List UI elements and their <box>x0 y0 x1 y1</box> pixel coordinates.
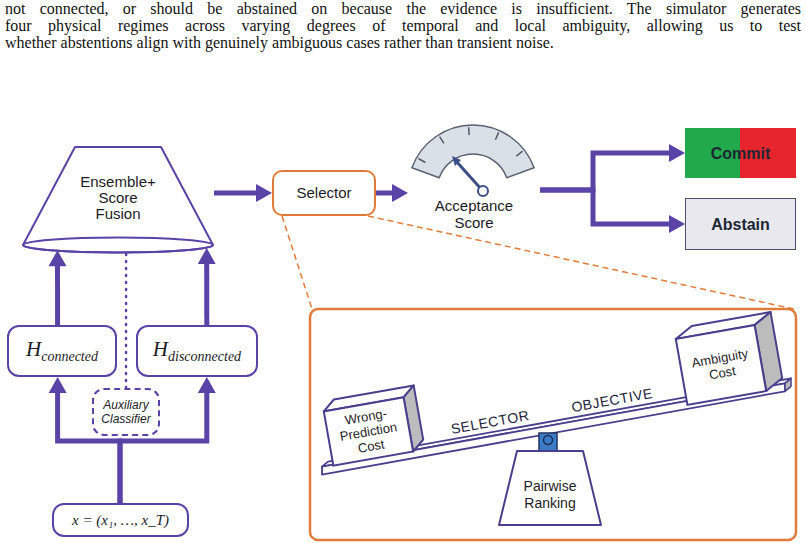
text-area: Ambiguity Cost <box>676 325 766 405</box>
node-text: Wrong- Prediction Cost <box>325 402 413 460</box>
gauge-needle-tip <box>452 156 461 166</box>
gauge-tick <box>418 159 425 163</box>
node-text: Pairwise Ranking <box>510 478 590 512</box>
commit-box: Commit <box>685 128 796 178</box>
math-label: Hdisconnected <box>153 337 241 365</box>
cost-block: Ambiguity Cost <box>674 312 784 405</box>
symbol-text: H <box>26 337 41 361</box>
zoom-leader-line <box>282 216 312 309</box>
beam-end <box>785 378 791 391</box>
flow-arrow <box>540 153 673 190</box>
gauge-tick <box>440 137 444 144</box>
auxiliary-classifier-box: Auxiliary Classifier <box>92 388 160 436</box>
dotted-link <box>125 252 128 388</box>
gauge-needle <box>456 161 482 190</box>
trapezoid-base <box>23 238 213 253</box>
gauge-dial <box>412 125 534 178</box>
selector-box: Selector <box>272 170 376 216</box>
gauge-tick <box>495 132 498 139</box>
text-area: Acceptance Score <box>424 196 524 232</box>
text-area: Ensemble+ Score Fusion <box>76 174 160 222</box>
flow-arrow <box>214 191 260 196</box>
node-text: Ensemble+ Score Fusion <box>76 174 160 222</box>
text-area: Commit <box>685 128 796 178</box>
input-box: x = (x₁, …, x_T) <box>52 503 189 537</box>
body-text-line: whether abstentions align with genuinely… <box>5 34 801 51</box>
hypothesis-box: Hconnected <box>7 325 117 377</box>
hypothesis-box: Hdisconnected <box>136 325 258 377</box>
node-text: x = (x₁, …, x_T) <box>72 511 169 529</box>
text-area: Abstain <box>686 199 795 249</box>
flow-arrow <box>540 190 673 224</box>
fulcrum-outline <box>499 451 601 525</box>
abstain-box: Abstain <box>685 198 796 250</box>
text-area: Pairwise Ranking <box>510 470 590 520</box>
symbol-text: H <box>153 337 168 361</box>
fusion-trapezoid: Ensemble+ Score Fusion <box>22 145 214 253</box>
text-area: Auxiliary Classifier <box>94 390 158 434</box>
block-front <box>676 325 766 405</box>
node-text: Auxiliary Classifier <box>94 398 158 426</box>
zoom-panel <box>310 309 796 540</box>
body-text-line: four physical regimes across varying deg… <box>5 17 801 34</box>
node-text: Ambiguity Cost <box>679 343 763 386</box>
node-text: Abstain <box>711 215 770 234</box>
ranking-fulcrum: Pairwise Ranking <box>497 450 603 527</box>
text-area: x = (x₁, …, x_T) <box>54 505 187 535</box>
gauge-hub <box>478 186 488 196</box>
block-front <box>324 397 413 465</box>
subscript-text: connected <box>41 349 98 364</box>
gauge-tick <box>468 127 470 135</box>
gauge-tick <box>516 151 522 156</box>
subscript-text: disconnected <box>168 349 241 364</box>
pivot-block <box>539 433 557 451</box>
text-area: Selector <box>274 172 374 214</box>
node-text: Selector <box>296 184 351 202</box>
body-text-line: not connected, or should be abstained on… <box>5 0 801 17</box>
text-area: Hdisconnected <box>138 327 256 375</box>
pivot-pin <box>544 436 553 445</box>
text-area: Hconnected <box>9 327 115 375</box>
node-text: Commit <box>711 144 771 163</box>
trapezoid-outline <box>23 147 213 253</box>
node-text: Acceptance Score <box>424 197 524 231</box>
math-label: Hconnected <box>26 337 98 365</box>
acceptance-gauge: Acceptance Score <box>408 120 540 232</box>
flow-arrow <box>204 260 209 325</box>
flow-arrow <box>376 191 396 196</box>
flow-arrow <box>55 262 60 325</box>
